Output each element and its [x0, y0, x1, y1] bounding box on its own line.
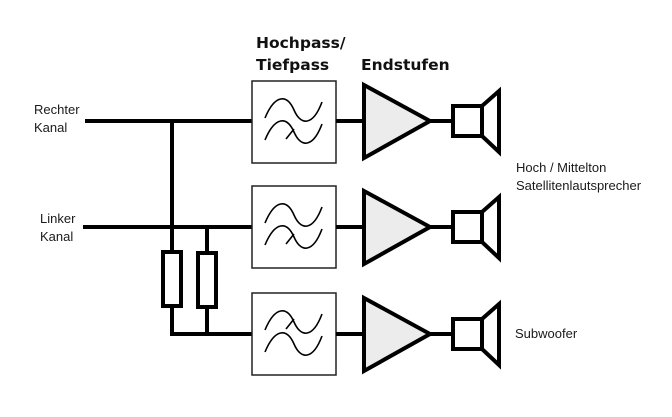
channel-right-satellite	[251, 80, 501, 164]
input-left-label-line2: Kanal	[40, 229, 73, 244]
header-amplifiers: Endstufen	[361, 56, 450, 74]
channel-left-satellite	[251, 185, 501, 269]
input-right-label-line1: Rechter	[34, 102, 80, 117]
channel-rows	[251, 80, 501, 376]
filter-box	[251, 292, 337, 376]
speaker-magnet-icon	[451, 104, 484, 138]
filter-box	[251, 185, 337, 269]
header-filter-line2: Tiefpass	[256, 56, 329, 74]
sine-wave-upper-icon	[264, 203, 323, 227]
speaker-magnet-icon	[451, 317, 484, 351]
highpass-strike-icon	[285, 128, 295, 140]
sine-wave-lower-icon	[264, 120, 323, 144]
output-satellite-label-line2: Satellitenlautsprecher	[516, 178, 642, 193]
resistor-right	[161, 250, 183, 308]
header-filter-line1: Hochpass/	[256, 34, 346, 52]
speaker-cone-icon	[480, 192, 501, 263]
resistor-left	[196, 251, 218, 309]
lowpass-strike-icon	[285, 318, 295, 330]
speaker-cone-icon	[480, 86, 501, 157]
input-left-label-line1: Linker	[40, 211, 76, 226]
sine-wave-upper-icon	[264, 98, 323, 122]
highpass-strike-icon	[285, 233, 295, 245]
sine-wave-lower-icon	[264, 225, 323, 249]
speaker-cone-icon	[480, 299, 501, 370]
output-subwoofer-label: Subwoofer	[515, 326, 578, 341]
amplifier-triangle-icon	[362, 81, 435, 162]
wiring	[83, 119, 252, 336]
sine-wave-upper-icon	[264, 310, 323, 334]
filter-box	[251, 80, 337, 164]
channel-subwoofer	[251, 292, 501, 376]
sine-wave-lower-icon	[264, 332, 323, 356]
output-satellite-label-line1: Hoch / Mittelton	[516, 160, 606, 175]
input-right-label-line2: Kanal	[34, 120, 67, 135]
amplifier-triangle-icon	[362, 187, 435, 268]
speaker-magnet-icon	[451, 210, 484, 244]
amplifier-triangle-icon	[362, 294, 435, 375]
